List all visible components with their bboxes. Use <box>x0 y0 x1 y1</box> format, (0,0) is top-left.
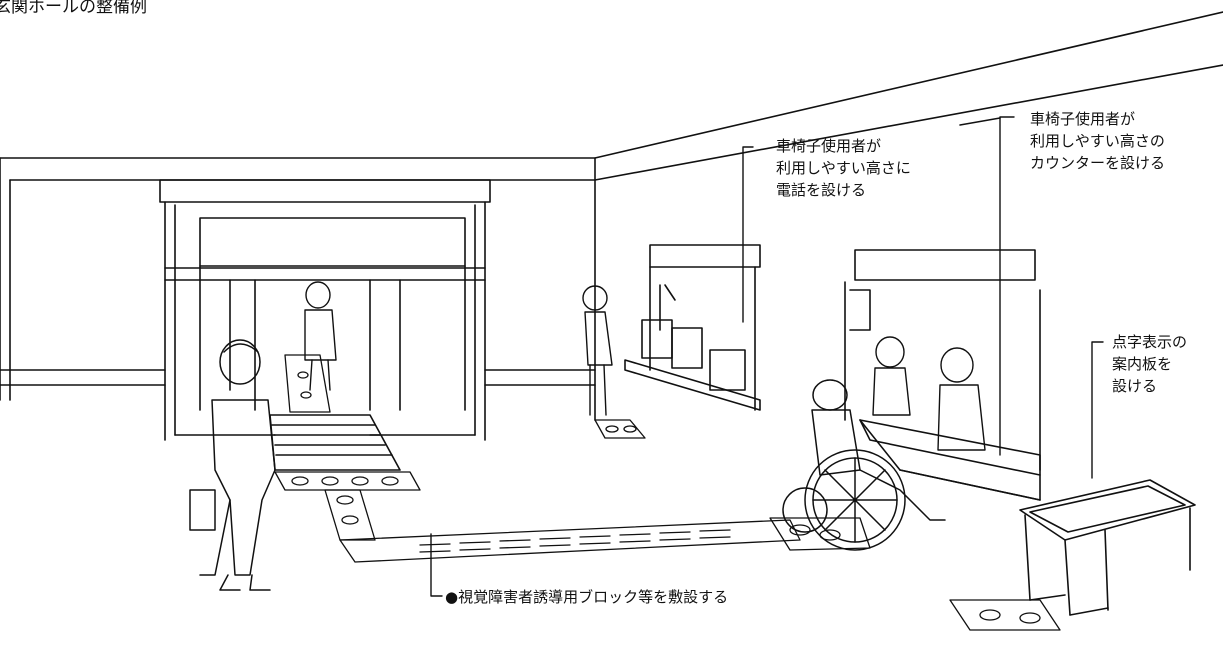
figure-title: 玄関ホールの整備例 <box>0 0 147 17</box>
annotation-counter-line2: 利用しやすい高さの <box>1030 132 1165 150</box>
annotation-braille-line3: 設ける <box>1112 377 1158 395</box>
staff-persons <box>872 336 986 451</box>
person-on-phone <box>582 285 613 416</box>
annotation-phone: 車椅子使用者が 利用しやすい高さに 電話を設ける <box>776 135 911 201</box>
annotation-phone-line3: 電話を設ける <box>776 181 867 199</box>
annotation-counter: 車椅子使用者が 利用しやすい高さの カウンターを設ける <box>1030 108 1165 174</box>
person-businessman <box>189 339 276 591</box>
annotation-phone-line2: 利用しやすい高さに <box>776 159 911 177</box>
braille-board <box>1019 479 1196 616</box>
annotation-braille-line1: 点字表示の <box>1112 333 1188 351</box>
annotation-counter-line1: 車椅子使用者が <box>1030 110 1136 128</box>
tactile-paving <box>274 354 1061 631</box>
person-wheelchair-user <box>782 379 946 551</box>
annotation-braille-board: 点字表示の 案内板を 設ける <box>1112 331 1187 397</box>
annotation-phone-line1: 車椅子使用者が <box>776 137 882 155</box>
annotation-tactile-blocks: ●視覚障害者誘導用ブロック等を敷設する <box>445 588 729 606</box>
annotation-counter-line3: カウンターを設ける <box>1030 154 1166 172</box>
person-walking-out <box>304 281 337 391</box>
reception-counter <box>844 249 1041 501</box>
entrance-doors <box>159 179 491 471</box>
annotation-braille-line2: 案内板を <box>1112 355 1173 373</box>
callout-lines <box>430 116 1104 597</box>
phone-area <box>624 244 761 411</box>
